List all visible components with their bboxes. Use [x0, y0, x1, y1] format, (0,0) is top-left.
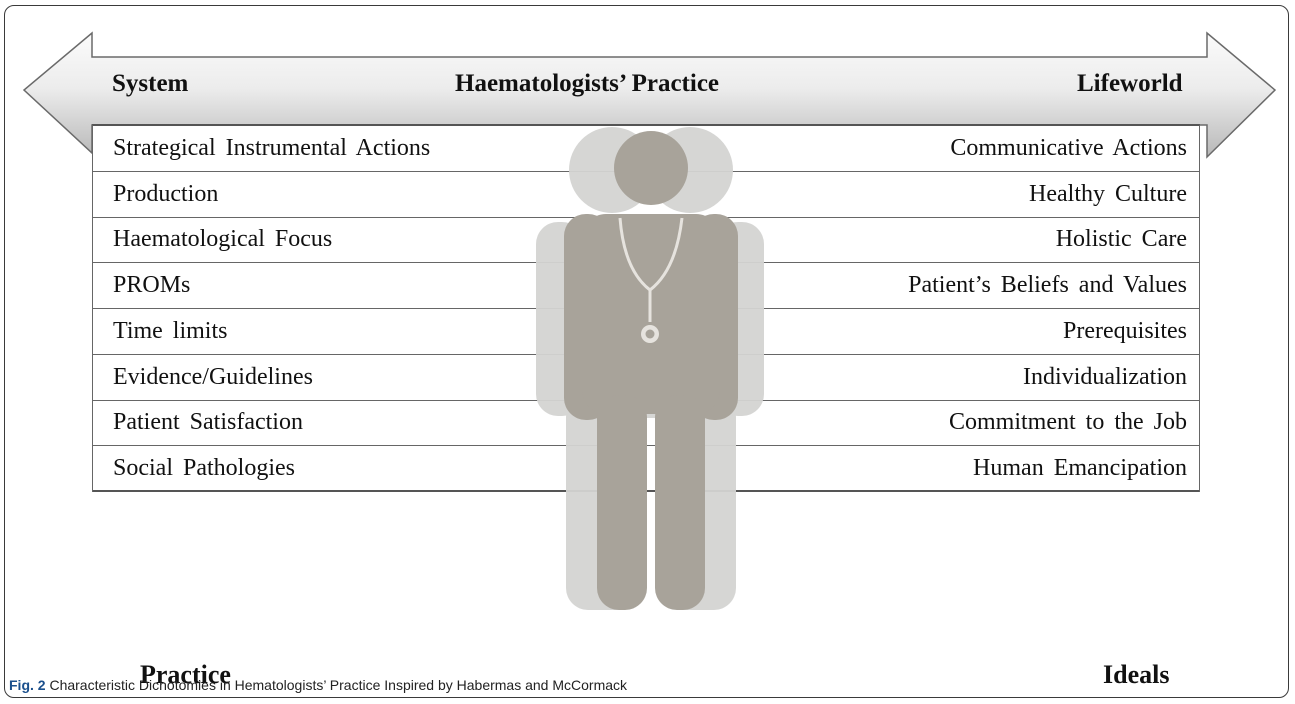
footer-ideals: Ideals [1103, 660, 1170, 689]
row-right-label: Communicative Actions [950, 134, 1187, 161]
table-row: Strategical Instrumental Actions Communi… [93, 126, 1199, 172]
row-left-label: Strategical Instrumental Actions [113, 134, 431, 161]
row-right-label: Patient’s Beliefs and Values [908, 272, 1187, 299]
table-row: Evidence/Guidelines Individualization [93, 355, 1199, 401]
row-left-label: Social Pathologies [113, 454, 295, 481]
row-left-label: PROMs [113, 272, 191, 299]
row-right-label: Human Emancipation [973, 454, 1187, 481]
row-left-label: Haematological Focus [113, 226, 333, 253]
figure-frame [4, 5, 1289, 698]
figure-caption: Fig. 2 Characteristic Dichotomies in Hem… [9, 677, 627, 693]
header-system: System [112, 70, 189, 97]
row-right-label: Holistic Care [1055, 226, 1187, 253]
header-lifeworld: Lifeworld [1077, 70, 1183, 97]
caption-label: Fig. 2 [9, 677, 46, 693]
row-right-label: Healthy Culture [1029, 180, 1187, 207]
caption-text: Characteristic Dichotomies in Hematologi… [45, 677, 628, 693]
row-left-label: Patient Satisfaction [113, 409, 303, 436]
row-left-label: Evidence/Guidelines [113, 363, 313, 390]
row-left-label: Time limits [113, 317, 228, 344]
footer-practice: Practice [140, 660, 231, 689]
row-right-label: Individualization [1023, 363, 1187, 390]
arrow-shape [22, 31, 1277, 159]
row-right-label: Prerequisites [1063, 317, 1187, 344]
header-title: Haematologists’ Practice [455, 70, 720, 97]
table-row: Time limits Prerequisites [93, 309, 1199, 355]
row-right-label: Commitment to the Job [949, 409, 1187, 436]
table-row: Production Healthy Culture [93, 172, 1199, 218]
row-left-label: Production [113, 180, 219, 207]
dichotomy-table: Strategical Instrumental Actions Communi… [92, 124, 1200, 492]
table-row: Social Pathologies Human Emancipation [93, 446, 1199, 492]
table-row: Patient Satisfaction Commitment to the J… [93, 401, 1199, 447]
table-row: Haematological Focus Holistic Care [93, 218, 1199, 264]
table-row: PROMs Patient’s Beliefs and Values [93, 263, 1199, 309]
